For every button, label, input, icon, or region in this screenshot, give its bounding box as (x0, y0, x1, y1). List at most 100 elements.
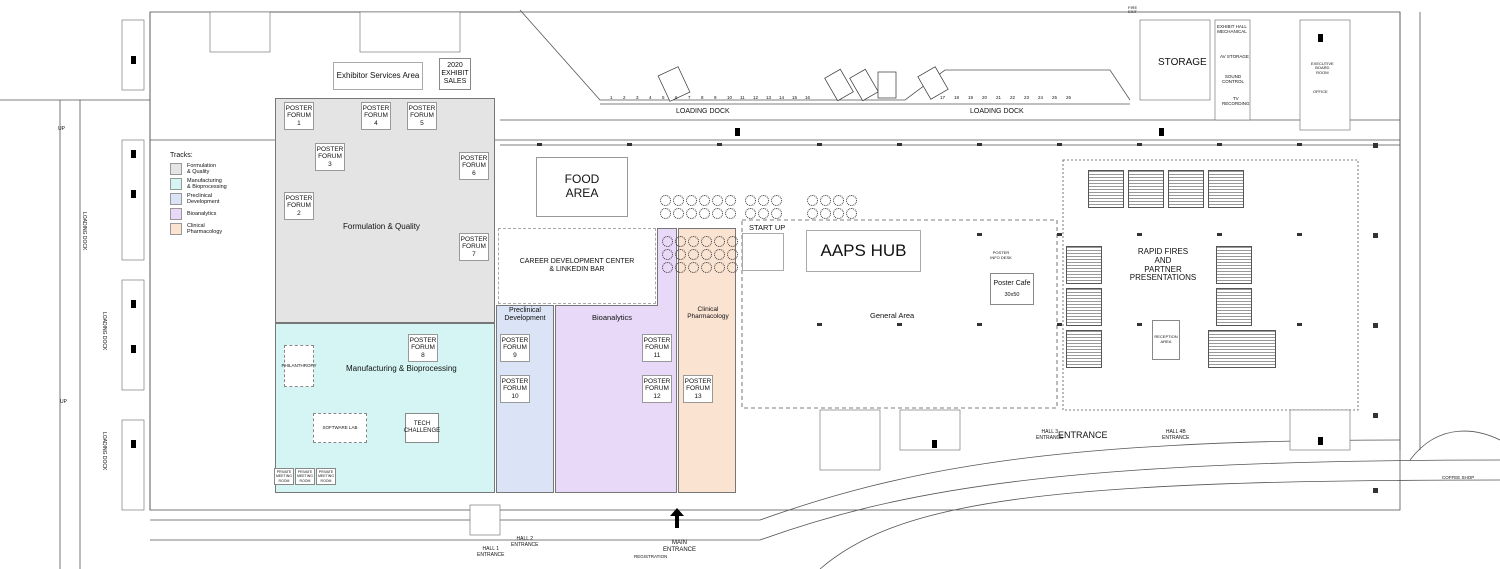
exhibit-hall-mechanical-label: EXHIBIT HALL MECHANICAL (1217, 24, 1247, 34)
exhibitor-services-area[interactable]: Exhibitor Services Area (333, 62, 423, 90)
restroom-icon (131, 190, 136, 198)
poster-cafe[interactable]: Poster Cafe 30x50 (990, 273, 1034, 305)
entrance-arrow-icon (670, 508, 684, 528)
dock-door-number: 14 (779, 95, 785, 100)
exhibitor-services-label: Exhibitor Services Area (336, 71, 420, 81)
food-area[interactable]: FOOD AREA (536, 157, 628, 217)
poster-forum-10[interactable]: POSTER FORUM 10 (500, 375, 530, 403)
classroom-1[interactable] (1088, 170, 1124, 208)
poster-forum-2[interactable]: POSTER FORUM 2 (284, 192, 314, 220)
poster-forum-label: POSTER FORUM 1 (285, 105, 313, 127)
poster-info-desk[interactable]: POSTER INFO DESK (988, 248, 1014, 264)
poster-forum-13[interactable]: POSTER FORUM 13 (683, 375, 713, 403)
manufacturing-bioprocessing-label: Manufacturing & Bioprocessing (346, 364, 457, 373)
classroom-7[interactable] (1066, 330, 1102, 368)
poster-forum-3[interactable]: POSTER FORUM 3 (315, 143, 345, 171)
poster-forum-9[interactable]: POSTER FORUM 9 (500, 334, 530, 362)
classroom-8[interactable] (1216, 246, 1252, 284)
entrance-label: ENTRANCE (1058, 430, 1108, 440)
exhibit-sales-label: 2020 EXHIBIT SALES (441, 61, 469, 86)
dock-door-number: 7 (688, 95, 691, 100)
legend-item-bioanalytics: Bioanalytics (170, 208, 240, 220)
hall4b-entrance-label: HALL 4B ENTRANCE (1162, 429, 1190, 441)
dock-door-number: 26 (1066, 95, 1072, 100)
av-storage-label: AV STORAGE (1220, 54, 1249, 59)
hall1-entrance-label: HALL 1 ENTRANCE (477, 546, 505, 558)
private-meeting-label: PRIVATE MEETING ROOM (318, 470, 334, 483)
legend-item-formulation: Formulation & Quality (170, 163, 240, 175)
career-development-center[interactable]: CAREER DEVELOPMENT CENTER & LINKEDIN BAR (498, 228, 656, 304)
poster-cafe-size: 30x50 (1004, 291, 1020, 298)
general-area-label: General Area (870, 311, 915, 320)
tech-challenge[interactable]: TECH CHALLENGE (403, 413, 441, 443)
tech-challenge-label: TECH CHALLENGE (403, 421, 441, 434)
dock-door-number: 10 (727, 95, 733, 100)
dock-door-number: 24 (1038, 95, 1044, 100)
seating-cluster-4 (807, 195, 857, 219)
clinical-pharmacology-label: Clinical Pharmacology (687, 306, 729, 321)
poster-forum-label: POSTER FORUM 9 (501, 337, 529, 359)
poster-forum-label: POSTER FORUM 5 (408, 105, 436, 127)
stairs-up-label-1: UP (58, 126, 65, 132)
poster-forum-5[interactable]: POSTER FORUM 5 (407, 102, 437, 130)
loading-dock-label-vertical-2: LOADING DOCK (101, 312, 107, 351)
restroom-icon (1159, 128, 1164, 136)
philanthropy-area[interactable]: PHILANTHROPY (282, 345, 317, 387)
software-lab[interactable]: SOFTWARE LAB (313, 413, 367, 443)
restroom-icon (131, 150, 136, 158)
formulation-quality-label: Formulation & Quality (343, 222, 420, 231)
legend-swatch (170, 223, 182, 235)
poster-forum-1[interactable]: POSTER FORUM 1 (284, 102, 314, 130)
aaps-hub[interactable]: AAPS HUB (806, 230, 921, 272)
poster-forum-11[interactable]: POSTER FORUM 11 (642, 334, 672, 362)
classroom-3[interactable] (1168, 170, 1204, 208)
software-lab-label: SOFTWARE LAB (322, 425, 358, 431)
classroom-6[interactable] (1066, 288, 1102, 326)
loading-dock-label-1: LOADING DOCK (676, 108, 730, 115)
poster-forum-label: POSTER FORUM 2 (285, 195, 313, 217)
poster-forum-6[interactable]: POSTER FORUM 6 (459, 152, 489, 180)
poster-forum-12[interactable]: POSTER FORUM 12 (642, 375, 672, 403)
poster-forum-label: POSTER FORUM 3 (316, 146, 344, 168)
classroom-10[interactable] (1208, 330, 1276, 368)
hall2-entrance-label: HALL 2 ENTRANCE (511, 536, 539, 548)
seating-cluster-3 (745, 195, 782, 219)
legend-item-preclinical: Preclinical Development (170, 193, 240, 205)
private-meeting-room-3[interactable]: PRIVATE MEETING ROOM (316, 468, 336, 485)
reception-area[interactable]: RECEPTION AREA (1152, 320, 1180, 360)
restroom-icon (1318, 34, 1323, 42)
preclinical-development-label: Preclinical Development (504, 307, 546, 322)
poster-forum-7[interactable]: POSTER FORUM 7 (459, 233, 489, 261)
poster-forum-label: POSTER FORUM 10 (501, 378, 529, 400)
restroom-icon (1318, 437, 1323, 445)
dock-door-number: 11 (740, 95, 745, 100)
exhibit-sales-booth[interactable]: 2020 EXHIBIT SALES (439, 58, 471, 90)
private-meeting-room-1[interactable]: PRIVATE MEETING ROOM (274, 468, 294, 485)
aaps-hub-label: AAPS HUB (820, 241, 907, 261)
legend-swatch (170, 208, 182, 220)
private-meeting-label: PRIVATE MEETING ROOM (297, 470, 313, 483)
dock-door-number: 3 (636, 95, 639, 100)
classroom-4[interactable] (1208, 170, 1244, 208)
legend-label: Bioanalytics (187, 211, 217, 217)
restroom-icon (735, 128, 740, 136)
poster-cafe-label: Poster Cafe (993, 279, 1031, 287)
dock-door-number: 8 (701, 95, 704, 100)
start-up-label: START UP (749, 223, 786, 232)
start-up-area[interactable] (742, 233, 784, 271)
rapid-fires-label: RAPID FIRES AND PARTNER PRESENTATIONS (1129, 247, 1197, 283)
classroom-2[interactable] (1128, 170, 1164, 208)
reception-label: RECEPTION AREA (1154, 334, 1178, 344)
classroom-5[interactable] (1066, 246, 1102, 284)
poster-forum-8[interactable]: POSTER FORUM 8 (408, 334, 438, 362)
classroom-9[interactable] (1216, 288, 1252, 326)
private-meeting-room-2[interactable]: PRIVATE MEETING ROOM (295, 468, 315, 485)
restroom-icon (131, 300, 136, 308)
dock-door-number: 22 (1010, 95, 1016, 100)
poster-forum-4[interactable]: POSTER FORUM 4 (361, 102, 391, 130)
poster-forum-label: POSTER FORUM 8 (409, 337, 437, 359)
food-area-label: FOOD AREA (564, 172, 600, 200)
